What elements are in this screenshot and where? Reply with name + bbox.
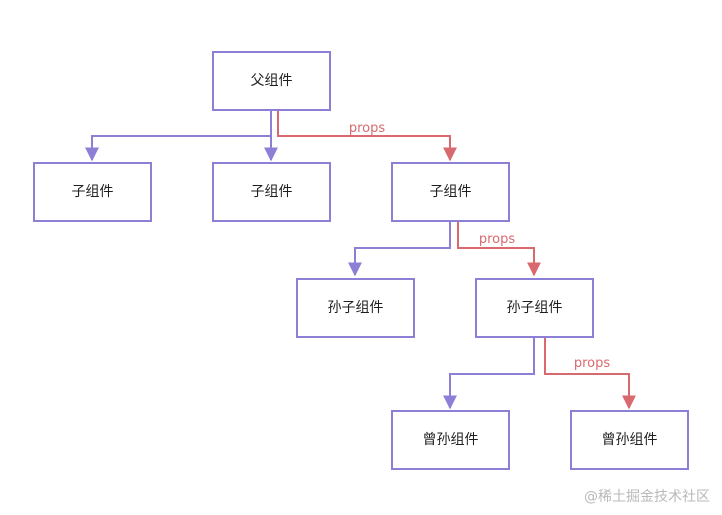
great-grandchild-component-label-right: 曾孙组件 [602,432,658,448]
edge-parent-to-child-left [85,110,272,162]
child-component-node-right: 子组件 [391,162,510,222]
grandchild-component-node-left: 孙子组件 [296,278,415,338]
child-component-node-left: 子组件 [33,162,152,222]
grandchild-component-label-left: 孙子组件 [328,300,384,316]
edge-grandchild-right-to-great-grandchild-left [443,337,535,410]
child-component-node-middle: 子组件 [212,162,331,222]
props-label-2: props [479,232,516,247]
props-label-3: props [574,356,611,371]
edge-grandchild-right-to-great-grandchild-right-props [544,337,636,410]
child-component-label-left: 子组件 [72,184,114,200]
child-component-label-right: 子组件 [430,184,472,200]
edge-child-right-to-grandchild-right-props [457,221,541,277]
grandchild-component-node-right: 孙子组件 [475,278,594,338]
parent-component-node: 父组件 [212,51,331,111]
props-label-1: props [349,121,386,136]
edge-child-right-to-grandchild-left [348,221,451,277]
watermark: @稀土掘金技术社区 [584,489,710,505]
edge-parent-to-child-right-props [277,110,457,162]
great-grandchild-component-node-left: 曾孙组件 [391,410,510,470]
great-grandchild-component-node-right: 曾孙组件 [570,410,689,470]
grandchild-component-label-right: 孙子组件 [507,300,563,316]
edge-labels: props props props [349,121,611,371]
parent-component-label: 父组件 [251,73,293,89]
great-grandchild-component-label-left: 曾孙组件 [423,432,479,448]
child-component-label-middle: 子组件 [251,184,293,200]
edges [85,110,636,410]
nodes: 父组件 子组件 子组件 子组件 孙子组件 孙子组件 曾孙组件 曾 [33,51,689,470]
